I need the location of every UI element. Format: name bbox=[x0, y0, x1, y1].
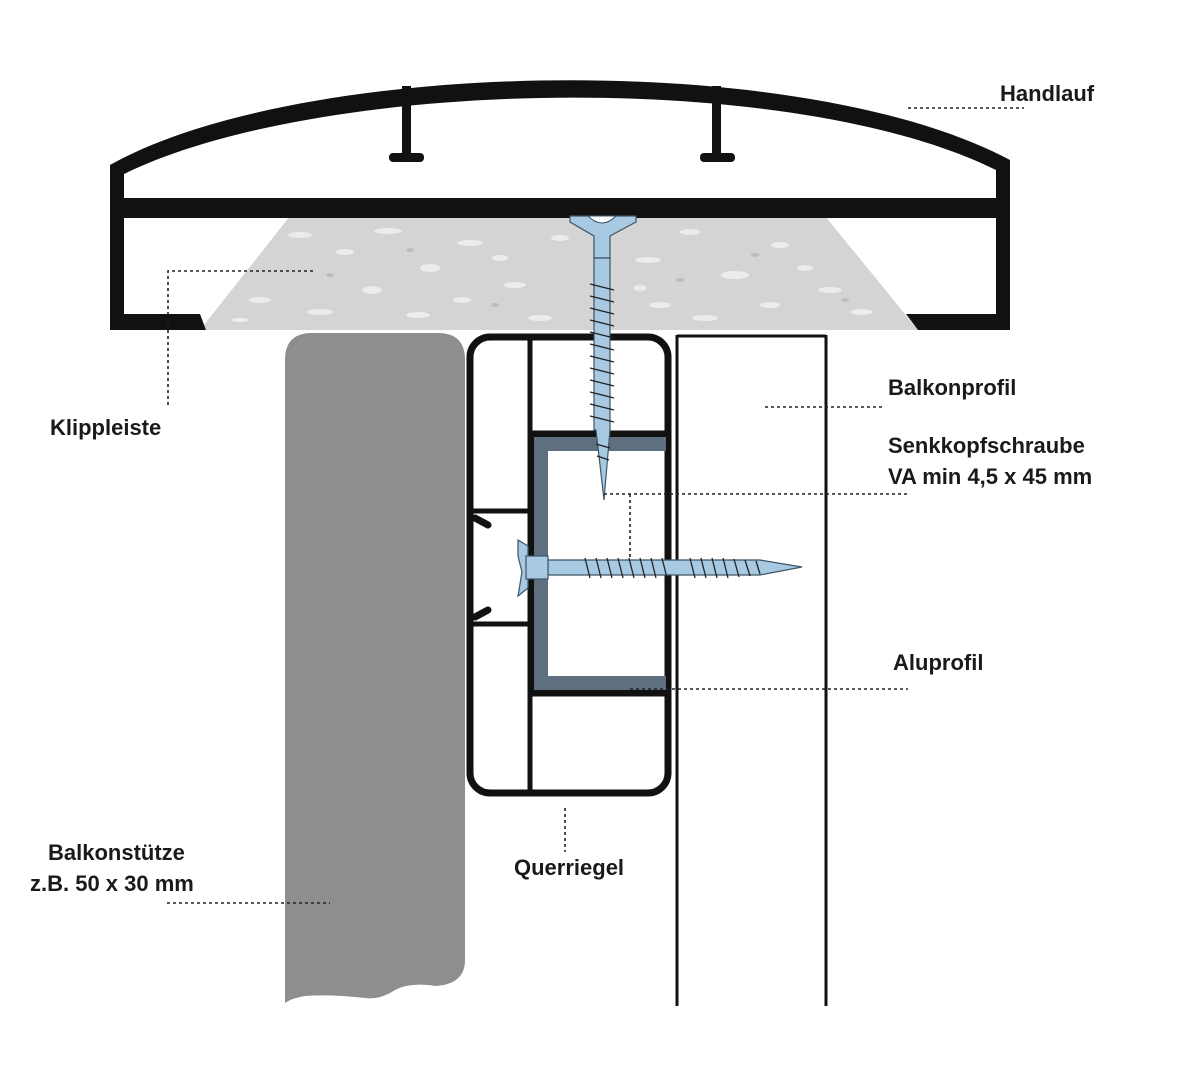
handrail bbox=[110, 80, 1010, 330]
label-balkonstuetze-dimensions: z.B. 50 x 30 mm bbox=[30, 871, 194, 896]
clip-strip bbox=[200, 216, 918, 330]
label-querriegel: Querriegel bbox=[514, 855, 624, 880]
label-senkkopfschraube-spec: VA min 4,5 x 45 mm bbox=[888, 464, 1092, 489]
countersunk-screw bbox=[569, 215, 637, 501]
leader-lines bbox=[167, 107, 1024, 904]
label-klippleiste: Klippleiste bbox=[50, 415, 161, 440]
label-balkonstuetze: Balkonstütze bbox=[48, 840, 185, 865]
balcony-post bbox=[285, 333, 465, 1003]
aluminium-profile bbox=[533, 436, 667, 691]
label-balkonprofil: Balkonprofil bbox=[888, 375, 1016, 400]
label-handlauf: Handlauf bbox=[1000, 81, 1095, 106]
label-senkkopfschraube: Senkkopfschraube bbox=[888, 433, 1085, 458]
label-aluprofil: Aluprofil bbox=[893, 650, 983, 675]
balcony-profile bbox=[675, 334, 828, 1006]
horizontal-screw bbox=[517, 538, 803, 598]
